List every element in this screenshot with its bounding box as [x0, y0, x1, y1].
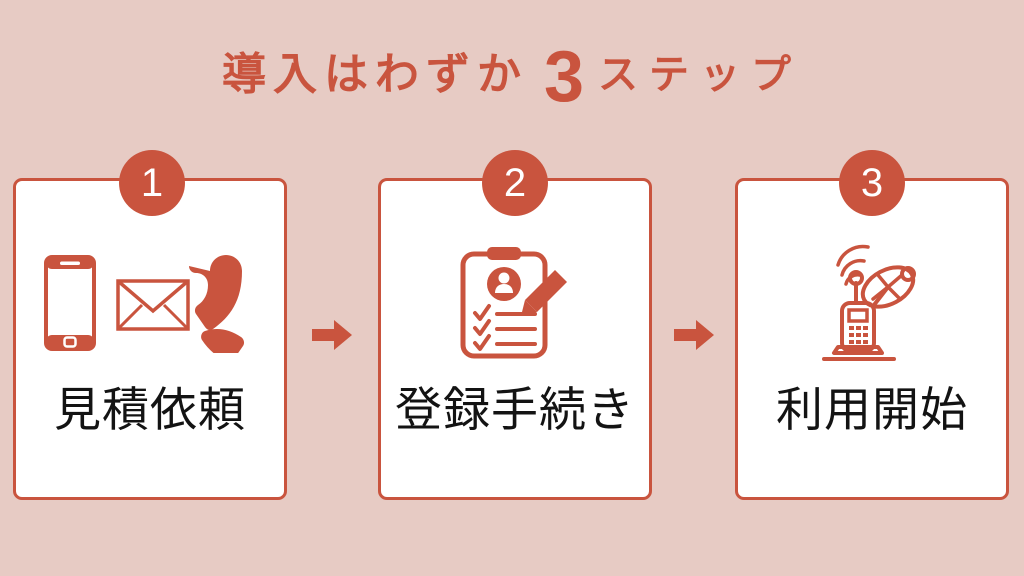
connector-arrow-1 [312, 318, 352, 352]
step-3-icon-group [738, 243, 1006, 363]
step-1-label: 見積依頼 [54, 383, 246, 436]
satellite-dish-icon [860, 265, 916, 309]
contact-icons [44, 255, 245, 353]
step-card-2[interactable]: 登録手続き [378, 178, 652, 500]
step-badge-1: 1 [119, 150, 185, 216]
title-tail-text: ステップ [598, 53, 803, 97]
step-card-1[interactable]: 見積依頼 [13, 178, 287, 500]
smartphone-icon [44, 255, 96, 351]
pencil-icon [521, 270, 567, 316]
phone-handset-icon [189, 255, 245, 353]
title-step-count: 3 [543, 37, 585, 117]
cordless-phone-icon [822, 270, 896, 361]
service-start-icons [822, 244, 916, 361]
step-badge-3: 3 [839, 150, 905, 216]
envelope-icon [116, 279, 190, 331]
step-card-3[interactable]: 利用開始 [735, 178, 1009, 500]
registration-icons [460, 247, 567, 359]
title-lead-text: 導入はわずか [221, 50, 528, 99]
connector-arrow-2 [674, 318, 714, 352]
step-3-label: 利用開始 [776, 383, 968, 436]
step-badge-2: 2 [482, 150, 548, 216]
step-1-icon-group [16, 243, 284, 363]
arrow-right-icon [674, 320, 714, 350]
page-title: 導入はわずか 3 ステップ [0, 36, 1024, 114]
step-2-label: 登録手続き [395, 383, 635, 436]
arrow-right-icon [312, 320, 352, 350]
step-2-icon-group [381, 243, 649, 363]
clipboard-form-icon [460, 247, 548, 359]
steps-row: 見積依頼 [0, 150, 1024, 510]
